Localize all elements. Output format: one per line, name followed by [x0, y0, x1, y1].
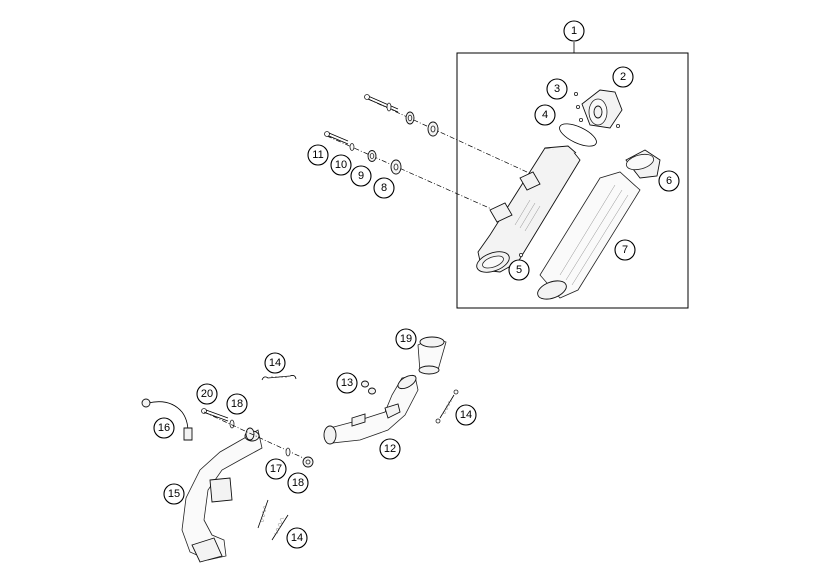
callout-4: 4	[534, 104, 556, 126]
mid-pipe-12	[323, 374, 419, 445]
callout-14-bottom-label: 14	[291, 532, 303, 544]
axis-upper	[367, 98, 541, 179]
callout-14-top: 14	[264, 352, 286, 374]
callout-13: 13	[336, 372, 358, 394]
callout-8: 8	[373, 177, 395, 199]
callout-10: 10	[330, 154, 352, 176]
silencer-sleeve-7	[537, 171, 641, 300]
callout-9-label: 9	[358, 170, 364, 182]
callout-5-label: 5	[516, 264, 522, 276]
screws-3	[574, 92, 621, 129]
callout-19: 19	[395, 328, 417, 350]
silencer-assembly-frame	[456, 52, 689, 309]
grommet-upper	[245, 427, 255, 441]
callout-8-label: 8	[381, 182, 387, 194]
callout-14-bottom: 14	[286, 527, 308, 549]
callout-16-label: 16	[158, 422, 170, 434]
callout-14-top-label: 14	[269, 357, 281, 369]
callout-1: 1	[563, 20, 585, 42]
callout-19-label: 19	[400, 333, 412, 345]
upper-bolt	[364, 94, 399, 113]
end-cap-2	[581, 89, 623, 129]
callout-10-label: 10	[335, 159, 347, 171]
spring-14-right	[435, 389, 459, 424]
callout-20-label: 20	[201, 388, 213, 400]
callout-5: 5	[508, 259, 530, 281]
callout-3: 3	[546, 78, 568, 100]
callout-18-lower-label: 18	[292, 477, 304, 489]
callout-11: 11	[307, 144, 329, 166]
bolt-20	[201, 408, 229, 422]
callout-2: 2	[612, 66, 634, 88]
callout-15-label: 15	[168, 488, 180, 500]
callout-13-label: 13	[341, 377, 353, 389]
callout-15: 15	[163, 483, 185, 505]
washer-18-upper	[229, 419, 235, 429]
callout-14-right: 14	[455, 404, 477, 426]
grommet-8	[390, 159, 402, 175]
callout-18-upper-label: 18	[231, 398, 243, 410]
nut-18-lower	[302, 456, 314, 468]
callout-14-right-label: 14	[460, 409, 472, 421]
connecting-pipe-19	[417, 336, 447, 375]
axis-lower	[326, 135, 506, 216]
silencer-body	[476, 145, 581, 273]
screw-11	[324, 131, 349, 145]
callout-12: 12	[379, 438, 401, 460]
callout-18-upper: 18	[226, 393, 248, 415]
callout-1-label: 1	[571, 25, 577, 37]
spring-14-top	[261, 375, 297, 381]
callout-2-label: 2	[620, 71, 626, 83]
grommet-9	[367, 150, 377, 162]
callout-17: 17	[265, 458, 287, 480]
callout-6: 6	[658, 170, 680, 192]
washer-10	[349, 143, 355, 151]
callout-6-label: 6	[666, 175, 672, 187]
upper-washer	[386, 102, 392, 112]
callout-9: 9	[350, 165, 372, 187]
spring-14-bottom-a	[257, 499, 269, 529]
washer-17	[285, 447, 291, 457]
end-cap-6	[625, 149, 661, 179]
gasket-4	[559, 123, 597, 147]
callout-3-label: 3	[554, 83, 560, 95]
callout-17-label: 17	[270, 463, 282, 475]
spring-14-bottom-b	[271, 514, 289, 541]
nuts-13	[361, 380, 376, 395]
header-pipe-15	[181, 429, 263, 563]
callout-7-label: 7	[622, 244, 628, 256]
callout-16: 16	[153, 417, 175, 439]
sensor-cable-16	[141, 398, 193, 441]
callout-20: 20	[196, 383, 218, 405]
callout-18-lower: 18	[287, 472, 309, 494]
callout-7: 7	[614, 239, 636, 261]
upper-grommet-b	[427, 121, 439, 137]
upper-grommet-a	[405, 111, 415, 125]
callout-4-label: 4	[542, 109, 548, 121]
rivet-5	[519, 252, 524, 257]
callout-12-label: 12	[384, 443, 396, 455]
callout-11-label: 11	[312, 149, 323, 161]
